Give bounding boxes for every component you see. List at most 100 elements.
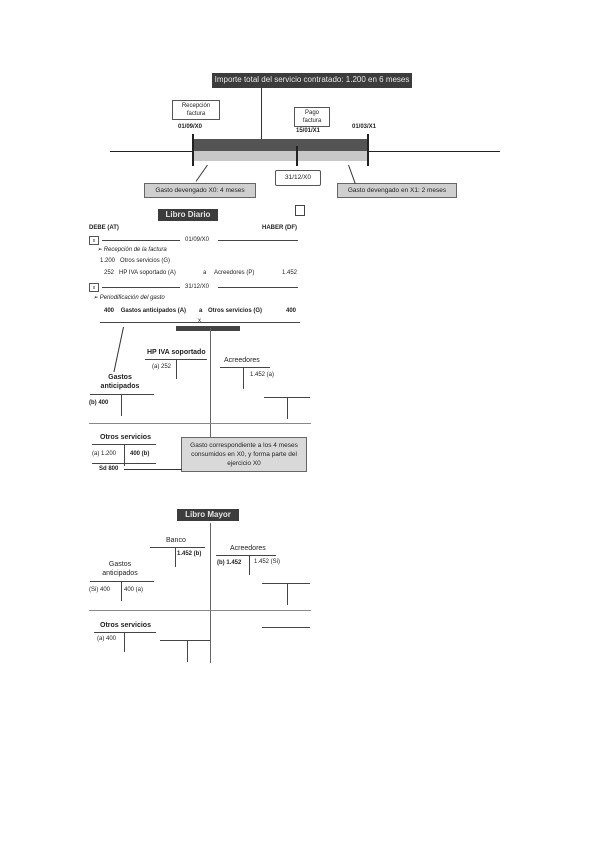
m-acreedores-v	[249, 555, 250, 575]
entry2-rule-right	[218, 287, 298, 288]
e1-credit-amount: 1.452	[282, 270, 298, 276]
expense-x0-arrow	[195, 164, 208, 182]
entry1-desc: ➢ Recepción de la factura	[97, 247, 167, 253]
t-acreedores-title: Acreedores	[224, 357, 260, 364]
t-otros-credit: 400 (b)	[130, 451, 150, 457]
entry2-number: x	[89, 283, 99, 292]
expense-x0-label: Gasto devengado X0: 4 meses	[155, 187, 245, 194]
year-end-date: 31/12/X0	[284, 174, 312, 181]
t-acreedores-entry: 1.452 (a)	[250, 372, 275, 378]
note-arrow	[124, 469, 182, 470]
m-gastos-ant-title: Gastos anticipados	[102, 561, 138, 577]
payment-label: Pago factura	[302, 110, 322, 124]
e2-a: a	[199, 308, 203, 314]
t-blank-v	[287, 397, 288, 419]
m-acreedores-credit: 1.452 (Si)	[254, 559, 281, 565]
libro-mayor-header: Libro Mayor	[177, 509, 239, 521]
entry2-date: 31/12/X0	[185, 284, 210, 290]
expense-x1-label: Gasto devengado en X1: 2 meses	[347, 187, 447, 194]
t-otros-v	[124, 444, 125, 466]
m-banco-title: Banco	[166, 537, 186, 544]
e1-line1-amount: 1.200	[100, 258, 116, 264]
end-date: 01/03/X1	[352, 124, 377, 130]
year-end-marker	[295, 205, 305, 216]
t-otros-total-rule	[92, 463, 156, 464]
t-gastos-ant-h	[90, 394, 154, 395]
haber-label: HABER (DF)	[262, 225, 297, 231]
total-service-arrow	[261, 88, 262, 140]
t-acreedores-v	[243, 367, 244, 389]
e2-debit: 400 Gastos anticipados (A)	[104, 308, 186, 314]
t-hp-iva-entry: (a) 252	[152, 364, 172, 370]
e1-line2-code: 252	[104, 270, 115, 276]
m-banco-h	[150, 547, 205, 548]
t-gastos-ant-v	[121, 394, 122, 416]
debe-label: DEBE (AT)	[89, 225, 119, 231]
entry1-rule-left	[102, 240, 180, 241]
reception-label: Recepción factura	[181, 103, 211, 117]
m-gastos-ant-h	[90, 581, 154, 582]
e2-credit-amount: 400	[286, 308, 297, 314]
entry1-number: x	[89, 236, 99, 245]
payment-label-box: Pago factura	[294, 107, 330, 127]
entry2-rule-left	[102, 287, 180, 288]
separator-1	[89, 423, 311, 424]
period-x0-gray-bar	[193, 151, 297, 161]
m-banco-credit: 1.452 (b)	[177, 551, 202, 557]
period-x0-bar	[193, 139, 297, 151]
m-banco-v	[175, 547, 176, 567]
expense-x0-box: Gasto devengado X0: 4 meses	[144, 183, 256, 198]
t-otros-title: Otros servicios	[100, 434, 151, 441]
diario-dark-strip	[176, 326, 240, 331]
entry1-line1: 1.200 Otros servicios (G)	[100, 258, 170, 264]
note-box: Gasto correspondiente a los 4 meses cons…	[181, 437, 307, 472]
t-hp-iva-v	[176, 359, 177, 379]
m-gastos-ant-debit: (Si) 400	[89, 587, 111, 593]
note-text: Gasto correspondiente a los 4 meses cons…	[190, 442, 298, 467]
m-otros-h	[94, 632, 156, 633]
center-divider-1	[210, 328, 211, 448]
t-otros-saldo: Sd 800	[99, 466, 119, 472]
m-blank-v	[287, 583, 288, 605]
e1-line2-account: HP IVA soportado (A)	[119, 270, 176, 276]
e1-credit-account: Acreedores (P)	[214, 270, 255, 276]
entry1-line2: 252 HP IVA soportado (A)	[104, 270, 176, 276]
m-gastos-ant-v	[121, 581, 122, 601]
t-acreedores-h	[220, 367, 270, 368]
entry2-desc: ➢ Periodificación del gasto	[93, 295, 165, 301]
expense-x1-arrow	[348, 164, 356, 184]
expense-x1-box: Gasto devengado en X1: 2 meses	[337, 183, 457, 198]
m-otros-debit: (a) 400	[97, 636, 117, 642]
t-hp-iva-title: HP IVA soportado	[147, 349, 206, 356]
t-gastos-ant-title: Gastos anticipados	[100, 374, 140, 390]
e2-marker: x	[198, 318, 201, 324]
m-blank3-h	[262, 627, 310, 628]
period-x1-dark-bar	[297, 139, 368, 151]
payment-date: 15/01/X1	[296, 128, 321, 134]
entry2-close-rule	[100, 322, 300, 323]
gastos-ant-arrow	[113, 326, 124, 373]
e1-line1-account: Otros servicios (G)	[120, 258, 171, 264]
tick-end	[367, 134, 369, 166]
m-blank2-h	[160, 640, 210, 641]
separator-2	[89, 610, 311, 611]
m-otros-v	[124, 632, 125, 652]
total-service-note: Importe total del servicio contratado: 1…	[212, 73, 412, 88]
m-acreedores-title: Acreedores	[230, 545, 266, 552]
m-gastos-ant-credit: 400 (a)	[124, 587, 144, 593]
e2-credit-account: Otros servicios (G)	[208, 308, 263, 314]
year-end-box: 31/12/X0	[275, 170, 321, 186]
t-gastos-ant-entry: (b) 400	[89, 400, 109, 406]
entry1-rule-right	[218, 240, 298, 241]
m-otros-title: Otros servicios	[100, 622, 151, 629]
tick-year-end	[296, 146, 298, 166]
t-otros-debit: (a) 1.200	[92, 451, 117, 457]
libro-diario-header: Libro Diario	[158, 209, 218, 221]
e1-a: a	[203, 270, 207, 276]
e2-debit-account: Gastos anticipados (A)	[120, 308, 187, 314]
entry1-date: 01/09/X0	[185, 237, 210, 243]
m-blank-h	[262, 583, 310, 584]
center-divider-2	[210, 523, 211, 663]
e2-debit-amount: 400	[104, 308, 115, 314]
m-acreedores-h	[216, 555, 276, 556]
